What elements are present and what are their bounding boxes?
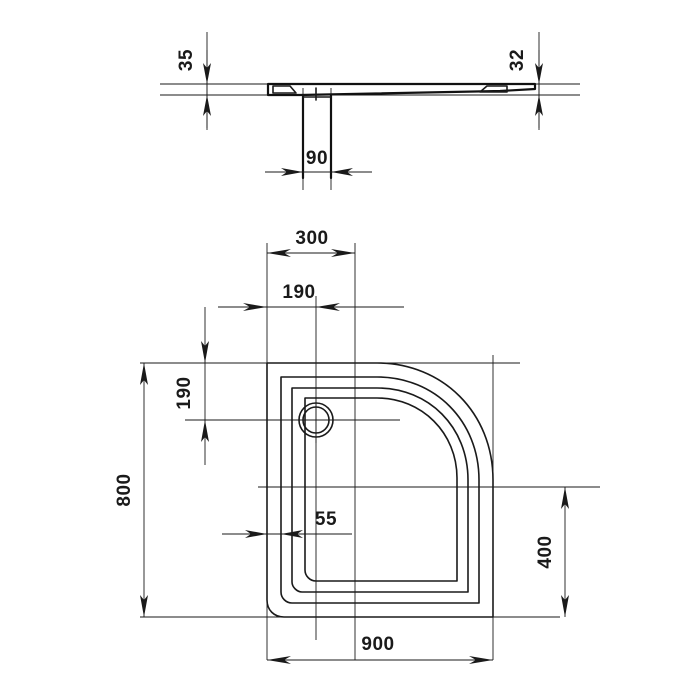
dimension-32-label: 32 — [507, 49, 528, 71]
dimension-90: 90 — [265, 148, 372, 176]
tray-basin-floor-outline — [304, 397, 458, 582]
dimension-32: 32 — [507, 49, 543, 128]
dimension-400-arrow-bottom — [561, 595, 569, 617]
dimension-400: 400 — [535, 487, 569, 617]
section-view: 35 32 90 — [160, 32, 580, 190]
dimension-300-arrow-left — [267, 249, 291, 257]
dimension-55-arrow-left — [245, 530, 267, 538]
dimension-800-arrow-bottom — [140, 595, 148, 617]
dimension-55-arrow-right — [281, 530, 303, 538]
dimension-35-arrow-top — [203, 63, 211, 84]
dimension-190-left-label: 190 — [174, 376, 195, 409]
tray-outer-outline — [266, 362, 494, 618]
dimension-900-label: 900 — [361, 634, 394, 655]
dimension-190-top: 190 — [218, 282, 404, 311]
dimension-90-label: 90 — [306, 148, 328, 169]
dimension-190-top-label: 190 — [282, 282, 315, 303]
dimension-900-arrow-left — [267, 656, 291, 664]
tray-profile-outline — [266, 82, 537, 97]
drain-hole — [293, 397, 339, 443]
waste-outlet-body — [301, 93, 333, 180]
dimension-900: 900 — [267, 634, 493, 664]
dimension-400-label: 400 — [535, 535, 556, 568]
dimension-32-arrow-top — [535, 63, 543, 84]
tray-profile-left-lip — [272, 85, 297, 94]
dimension-800-label: 800 — [114, 473, 135, 506]
dimension-300: 300 — [267, 228, 355, 257]
dimension-55: 55 — [222, 509, 352, 538]
dimension-35-label: 35 — [176, 49, 197, 71]
dimension-300-label: 300 — [295, 228, 328, 249]
plan-view: 300 190 190 800 55 — [114, 228, 600, 664]
dimension-190-left-arrow-top — [201, 341, 209, 363]
tray-basin-upper-outline — [291, 387, 469, 593]
dimension-190-left: 190 — [174, 307, 209, 465]
dimension-90-arrow-right — [331, 168, 353, 176]
dimension-32-arrow-bottom — [535, 95, 543, 116]
tray-profile-right-lip — [479, 85, 508, 93]
dimension-800: 800 — [114, 363, 148, 617]
dimension-400-arrow-top — [561, 487, 569, 509]
dimension-900-arrow-right — [469, 656, 493, 664]
dimension-800-arrow-top — [140, 363, 148, 385]
dimension-190-top-arrow-left — [243, 303, 267, 311]
dimension-55-label: 55 — [315, 509, 337, 530]
dimension-190-left-arrow-bottom — [201, 420, 209, 442]
dimension-35: 35 — [176, 49, 211, 128]
dimension-90-arrow-left — [281, 168, 303, 176]
dimension-190-top-arrow-right — [316, 303, 340, 311]
tray-rim-inner-outline — [280, 376, 480, 604]
dimension-35-arrow-bottom — [203, 95, 211, 116]
dimension-300-arrow-right — [331, 249, 355, 257]
